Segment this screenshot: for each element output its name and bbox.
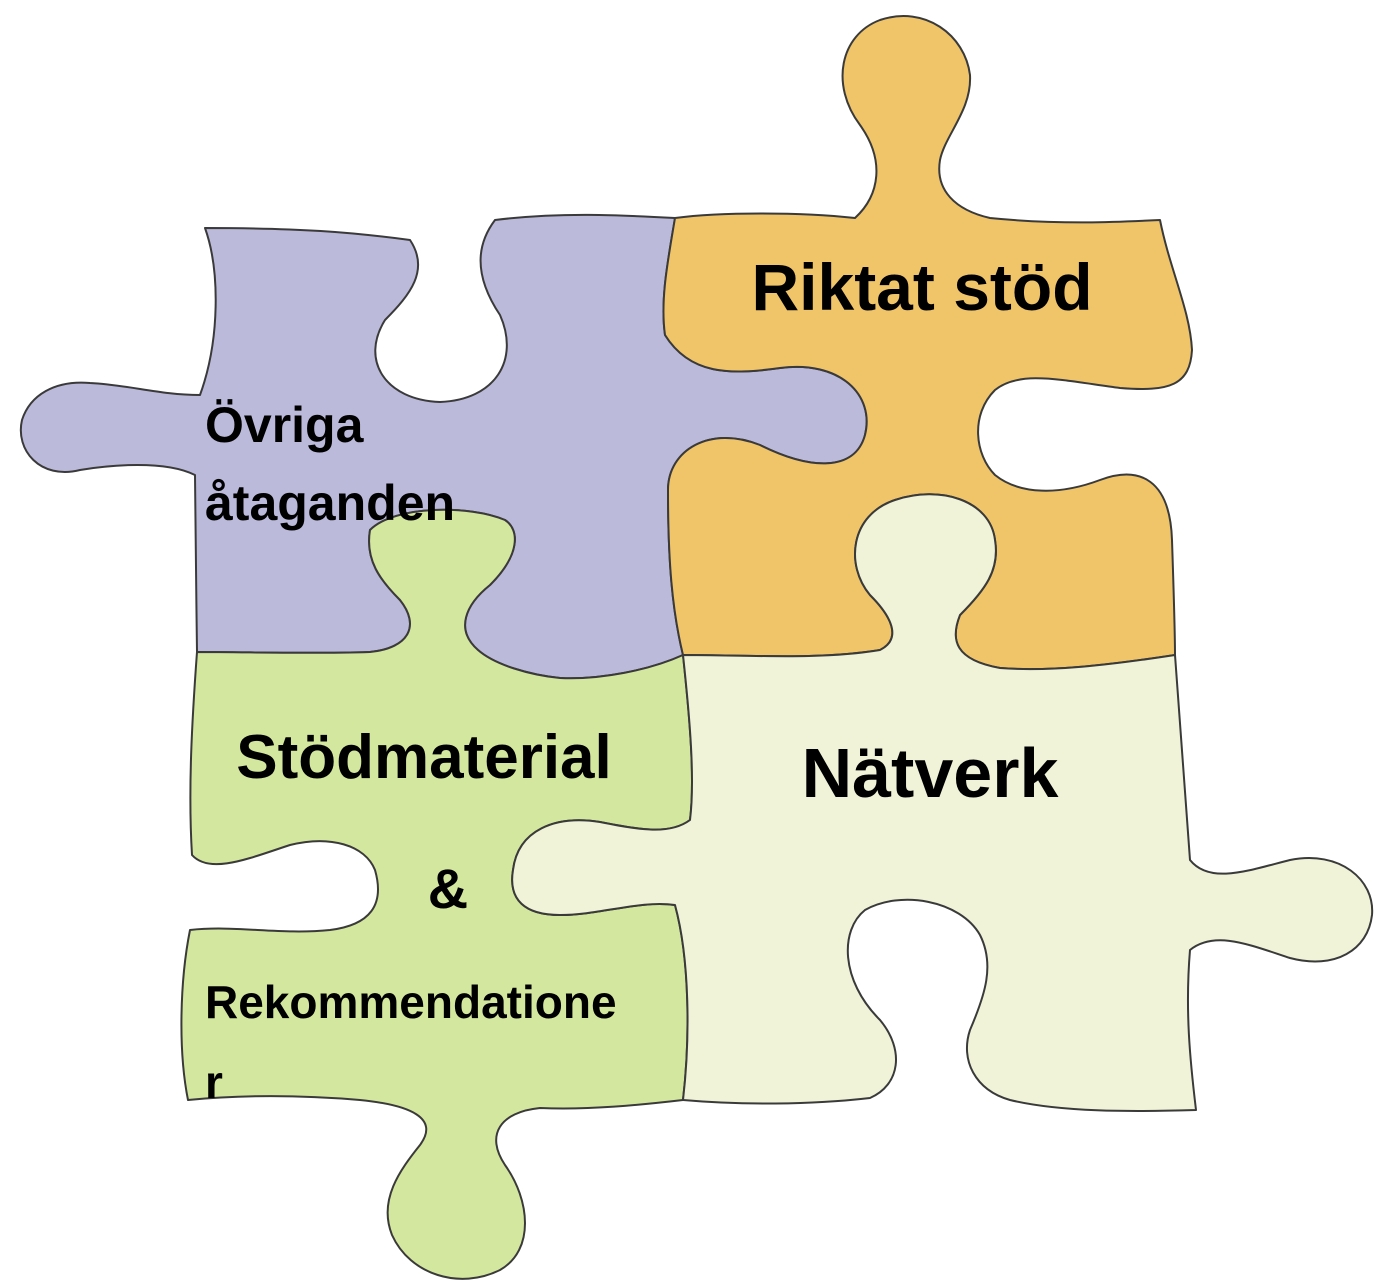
- piece-riktat-stod: [662, 15, 1193, 671]
- label-ovriga-line1: Övriga: [205, 397, 365, 453]
- label-ovriga-line2: åtaganden: [205, 475, 455, 531]
- label-natverk: Nätverk: [802, 734, 1059, 812]
- label-stodmaterial-line1: Stödmaterial: [236, 723, 612, 792]
- label-stodmaterial-line3: Rekommendatione: [205, 976, 617, 1028]
- label-riktat-stod: Riktat stöd: [751, 250, 1092, 324]
- label-stodmaterial-line4: r: [205, 1056, 223, 1108]
- label-stodmaterial-ampersand: &: [428, 857, 468, 920]
- piece-natverk: [511, 493, 1374, 1112]
